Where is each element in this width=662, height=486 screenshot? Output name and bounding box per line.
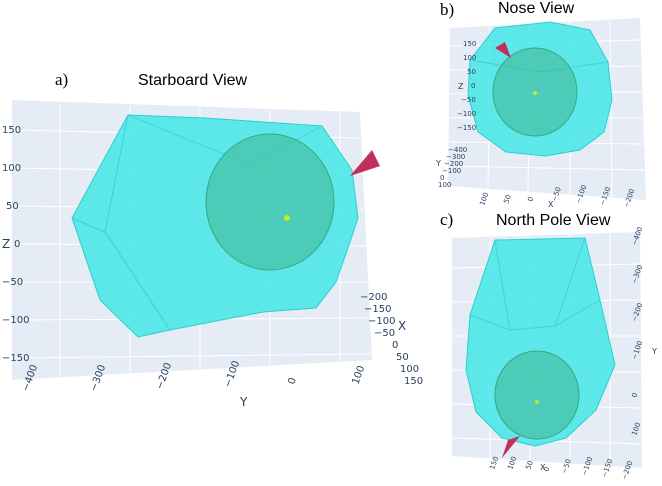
panel-b-scene: 150 100 50 0 −50 −100 −150 Z −400 −300 −…: [435, 18, 646, 209]
y-tick: 0: [630, 392, 639, 399]
panel-a-sphere: [205, 133, 335, 271]
panel-a-x-axis-title: X: [398, 319, 406, 333]
y-tick: 0: [440, 174, 444, 182]
x-tick: 50: [502, 194, 513, 205]
panel-b-center-point: [533, 91, 537, 95]
panel-a-scene: 150 100 50 0 −50 −100 −150 Z −400 −300 −…: [2, 100, 423, 409]
x-tick: −100: [368, 316, 395, 327]
x-tick: 50: [396, 352, 409, 363]
panel-a-z-axis-title: Z: [2, 237, 10, 251]
x-tick: −50: [374, 328, 395, 339]
z-tick: 50: [467, 68, 476, 76]
z-tick: 150: [2, 125, 21, 136]
y-tick: 100: [438, 181, 451, 189]
y-tick: −300: [446, 153, 465, 161]
z-tick: 100: [2, 163, 21, 174]
z-tick: −50: [461, 96, 476, 104]
y-tick: −100: [442, 167, 461, 175]
x-tick: 0: [392, 340, 398, 351]
x-tick: −150: [364, 304, 391, 315]
panel-a-label: a): [55, 70, 69, 89]
x-tick: 100: [478, 191, 490, 206]
panel-c-title: North Pole View: [496, 212, 611, 229]
panel-a-center-point: [284, 215, 290, 221]
panel-a-x-ticks: −200 −150 −100 −50 0 50 100 150: [360, 292, 423, 387]
panel-a-y-axis-title: Y: [239, 395, 248, 409]
z-tick: −150: [457, 124, 476, 132]
panel-b-cone: [495, 42, 511, 58]
z-tick: −100: [2, 315, 29, 326]
panel-a-cone: [350, 150, 380, 176]
panel-b-z-axis-title: Z: [458, 82, 464, 91]
panel-a-z-ticks: 150 100 50 0 −50 −100 −150: [2, 125, 29, 364]
x-tick: −200: [360, 292, 387, 303]
y-tick: −400: [630, 226, 644, 247]
panel-c-cone: [502, 436, 520, 458]
y-tick: 0: [286, 376, 299, 386]
panel-c-y-axis-title: Y: [651, 347, 657, 356]
x-tick: 50: [524, 460, 535, 471]
panel-b-z-ticks: 150 100 50 0 −50 −100 −150: [457, 40, 476, 132]
z-tick: 100: [463, 54, 476, 62]
panel-a-title: Starboard View: [138, 72, 248, 89]
y-tick: −400: [448, 146, 467, 154]
panel-b-title: Nose View: [498, 0, 575, 17]
z-tick: 0: [14, 239, 20, 250]
z-tick: 150: [463, 40, 476, 48]
z-tick: −50: [2, 277, 23, 288]
panel-b-y-axis-title: Y: [435, 159, 441, 168]
panel-b-x-axis-title: X: [548, 200, 554, 209]
panel-c-sphere: [494, 350, 580, 440]
panel-c-center-point: [535, 400, 539, 404]
y-tick: 100: [350, 364, 367, 386]
x-tick: 100: [400, 364, 419, 375]
x-tick: 0: [526, 196, 535, 203]
panel-c-x-axis-title: X: [540, 463, 546, 472]
z-tick: −150: [2, 353, 29, 364]
panel-b-label: b): [440, 0, 455, 19]
z-tick: 50: [6, 201, 19, 212]
z-tick: 0: [471, 82, 475, 90]
z-tick: −100: [457, 110, 476, 118]
x-tick: 0: [542, 466, 551, 473]
panel-c-scene: −400 −300 −200 −100 0 100 Y 150 100 50 0…: [451, 226, 657, 481]
y-tick: −200: [444, 160, 463, 168]
x-tick: 150: [404, 376, 423, 387]
panel-b-y-ticks: −400 −300 −200 −100 0 100: [438, 146, 467, 189]
panel-c-label: c): [440, 210, 454, 229]
